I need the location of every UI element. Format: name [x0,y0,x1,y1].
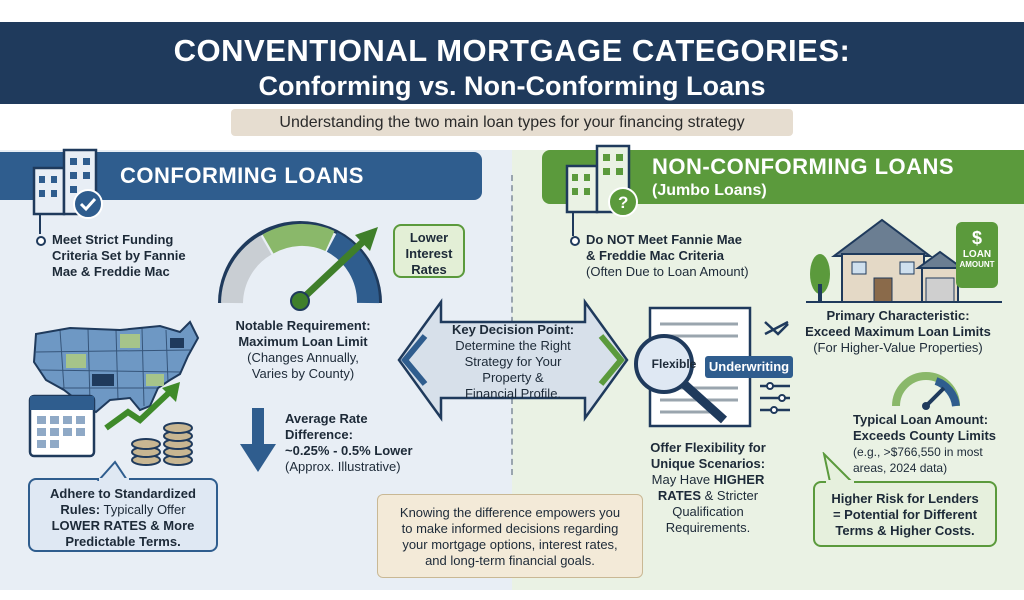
page-title: CONVENTIONAL MORTGAGE CATEGORIES: [173,33,851,68]
header-banner: CONVENTIONAL MORTGAGE CATEGORIES: Confor… [0,22,1024,104]
summary-note: Knowing the difference empowers you to m… [377,494,643,578]
us-map-icon [32,320,200,414]
loan-amount-tag: $ LOAN AMOUNT [956,222,998,288]
decision-arrow-icon [397,298,629,422]
down-arrow-icon [240,408,276,472]
underwriting-badge: Underwriting [705,356,793,378]
average-rate-difference: Average Rate Difference: ~0.25% - 0.5% L… [285,411,413,474]
page-subtitle-title: Conforming vs. Non-Conforming Loans [258,71,766,101]
non-conforming-heading: NON-CONFORMING LOANS (Jumbo Loans) [652,154,955,199]
higher-risk-callout: Higher Risk for Lenders = Potential for … [813,481,997,547]
building-question-icon: ? [565,144,638,236]
house-icon [806,218,1002,303]
building-check-icon [32,148,103,234]
calendar-coins-icon [28,382,193,466]
subtitle-strip: Understanding the two main loan types fo… [231,109,793,136]
gauge-icon [218,221,382,311]
notable-requirement: Notable Requirement: Maximum Loan Limit … [235,318,371,381]
lower-rates-tag: Lower Interest Rates [393,224,465,278]
typical-loan-amount: Typical Loan Amount: Exceeds County Limi… [853,412,997,475]
bullet-dot [36,236,46,246]
key-decision-point: Key Decision Point: Determine the Right … [451,322,575,401]
bullet-dot [570,236,580,246]
non-conforming-criteria: Do NOT Meet Fannie Mae & Freddie Mac Cri… [586,232,749,279]
small-gauge-icon [892,372,960,410]
conforming-criteria: Meet Strict Funding Criteria Set by Fann… [52,232,186,279]
conforming-heading: CONFORMING LOANS [120,163,364,188]
flexible-label: Flexible [651,357,697,371]
flexibility-description: Offer Flexibility for Unique Scenarios: … [650,440,766,535]
callout-pointer [96,460,129,482]
standardized-rules-callout: Adhere to Standardized Rules: Typically … [28,478,218,552]
primary-characteristic: Primary Characteristic: Exceed Maximum L… [805,308,991,355]
svg-text:?: ? [618,193,628,212]
callout-pointer [822,452,855,484]
